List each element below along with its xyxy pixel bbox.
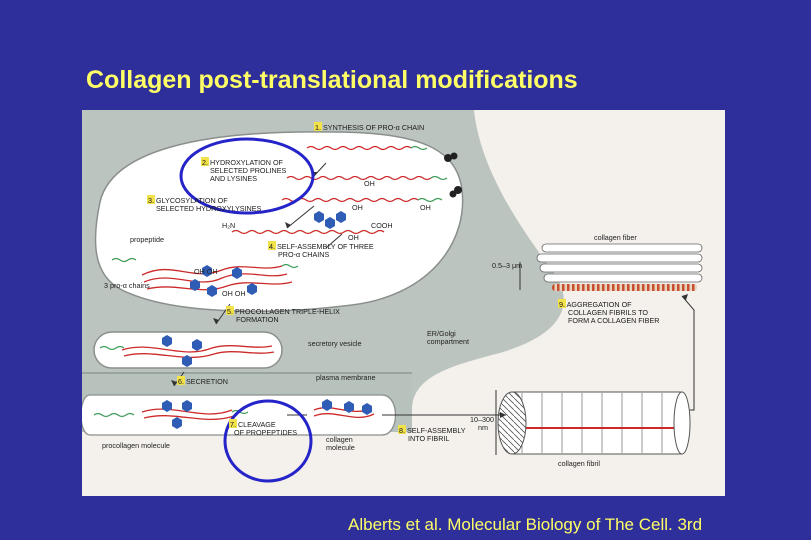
- step-9-label-line3: FORM A COLLAGEN FIBER: [568, 316, 659, 325]
- three-chains-label: 3 pro-α chains: [104, 281, 150, 290]
- step-3-label: 3. GLYCOSYLATION OF: [148, 196, 228, 205]
- collagen-molecule-label: collagen: [326, 435, 353, 444]
- step-7-label: 7. CLEAVAGE: [230, 420, 276, 429]
- pro-alpha-chain-3: [281, 197, 419, 203]
- collagen-fibril-label: collagen fibril: [558, 459, 600, 468]
- collagen-molecule-label-line2: molecule: [326, 443, 355, 452]
- plasma-membrane-label: plasma membrane: [316, 373, 376, 382]
- propeptide-label: propeptide: [130, 235, 164, 244]
- step-7-label-line2: OF PROPEPTIDES: [234, 428, 297, 437]
- oh-label-3: OH: [420, 203, 431, 212]
- step-2-label-line2: SELECTED PROLINES: [210, 166, 286, 175]
- step-6-label: 6. SECRETION: [178, 377, 228, 386]
- secretory-vesicle-label: secretory vesicle: [308, 339, 362, 348]
- secretory-vesicle: [93, 331, 283, 369]
- highlight-ring-cleavage: [223, 399, 313, 483]
- oh-oh-label-2: OH OH: [222, 289, 246, 298]
- pro-alpha-chain-2: [286, 175, 432, 181]
- collagen-diagram: 1. SYNTHESIS OF PRO-α CHAIN 2. HYDROXYLA…: [82, 110, 725, 496]
- glycosylated-chain: [231, 229, 385, 235]
- h2n-label: H₂N: [222, 221, 235, 230]
- step-8-label-line2: INTO FIBRIL: [408, 434, 449, 443]
- step-8-label: 8. SELF-ASSEMBLY: [399, 426, 466, 435]
- collagen-fiber: [536, 243, 703, 283]
- step-3-label-line2: SELECTED HYDROXYLYSINES: [156, 204, 262, 213]
- step-2-label: 2. HYDROXYLATION OF: [202, 158, 284, 167]
- oh-oh-label-1: OH OH: [194, 267, 218, 276]
- step-5-label-line2: FORMATION: [236, 315, 279, 324]
- step-4-label: 4. SELF-ASSEMBLY OF THREE: [269, 242, 374, 251]
- pro-alpha-chain-1: [306, 145, 412, 151]
- fibril-size-label-line2: nm: [478, 423, 488, 432]
- highlight-ring-hydroxylation: [179, 137, 315, 215]
- oh-label-2: OH: [352, 203, 363, 212]
- er-golgi-label: ER/Golgi: [427, 329, 456, 338]
- er-golgi-label-line2: compartment: [427, 337, 469, 346]
- procollagen-molecule-label: procollagen molecule: [102, 441, 170, 450]
- step-1-label: 1. SYNTHESIS OF PRO-α CHAIN: [315, 123, 424, 132]
- collagen-fiber-label: collagen fiber: [594, 233, 637, 242]
- step-9-label: 9. AGGREGATION OF: [559, 300, 632, 309]
- oh-label-1: OH: [364, 179, 375, 188]
- citation-caption: Alberts et al. Molecular Biology of The …: [348, 515, 703, 534]
- oh-label-4: OH: [348, 233, 359, 242]
- collagen-fibril: [511, 391, 683, 455]
- cooh-label: COOH: [371, 221, 393, 230]
- step-9-label-line2: COLLAGEN FIBRILS TO: [568, 308, 648, 317]
- striated-fibril: [552, 284, 697, 291]
- step-2-label-line3: AND LYSINES: [210, 174, 257, 183]
- step-5-label: 5. PROCOLLAGEN TRIPLE-HELIX: [227, 307, 340, 316]
- assembled-chains: [141, 265, 283, 276]
- slide-title: Collagen post-translational modification…: [86, 66, 578, 94]
- step-4-label-line2: PRO-α CHAINS: [278, 250, 329, 259]
- fiber-size-label: 0.5–3 μm: [492, 261, 522, 270]
- fibril-size-label: 10–300: [470, 415, 494, 424]
